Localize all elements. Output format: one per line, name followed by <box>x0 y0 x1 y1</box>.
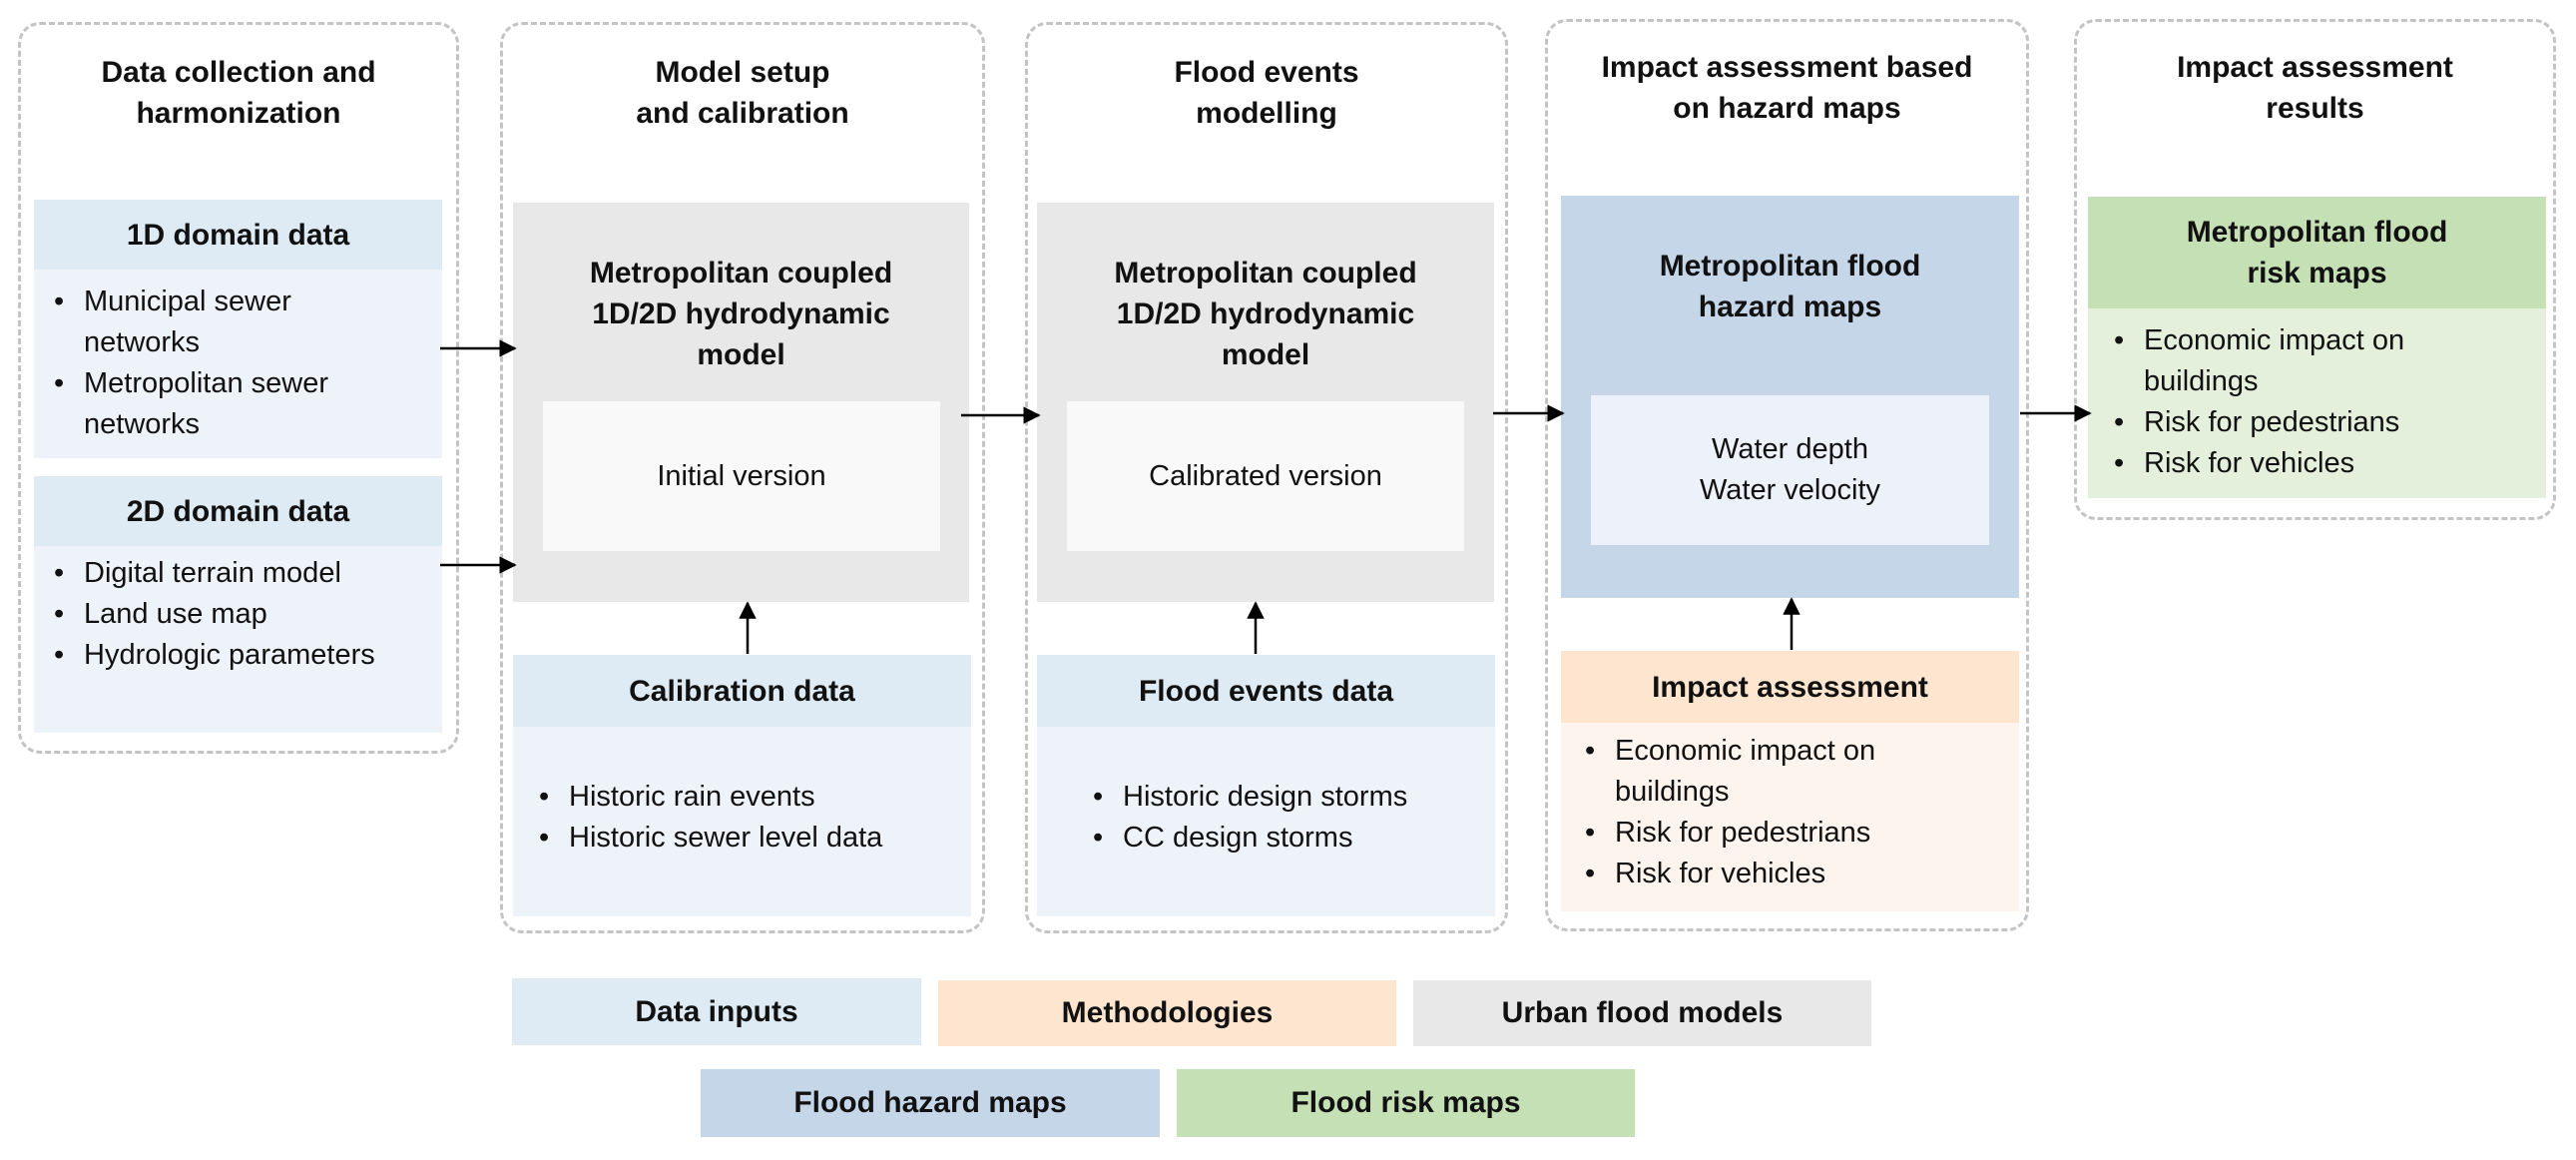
box-model-initial: Metropolitan coupled 1D/2D hydrodynamic … <box>513 203 969 602</box>
list-item: Municipal sewer networks <box>50 282 428 363</box>
list-item: Risk for vehicles <box>2110 443 2532 484</box>
stage-model-setup <box>500 22 985 933</box>
model-initial-version: Initial version <box>543 401 940 551</box>
list-item: Historic design storms <box>1089 777 1481 818</box>
list-item: CC design storms <box>1089 818 1481 859</box>
stage-impact-results <box>2074 19 2556 520</box>
stage-title-impact-assessment: Impact assessment based on hazard maps <box>1601 51 1973 125</box>
list-item: Risk for pedestrians <box>2110 402 2532 443</box>
list-1d-domain: Municipal sewer networks Metropolitan se… <box>50 282 428 445</box>
list-2d-domain: Digital terrain model Land use map Hydro… <box>50 553 428 676</box>
legend-methodologies: Methodologies <box>938 980 1396 1046</box>
box-2d-domain-body: Digital terrain model Land use map Hydro… <box>34 546 442 733</box>
box-risk-maps-body: Economic impact on buildings Risk for pe… <box>2088 308 2546 498</box>
box-2d-domain-header: 2D domain data <box>34 476 442 546</box>
box-flood-events-header: Flood events data <box>1037 655 1495 727</box>
list-item: Digital terrain model <box>50 553 428 594</box>
stage-data-collection <box>18 22 459 754</box>
list-item: Economic impact on buildings <box>1581 731 2005 813</box>
list-calibration: Historic rain events Historic sewer leve… <box>535 777 957 859</box>
list-impact-assessment: Economic impact on buildings Risk for pe… <box>1581 731 2005 894</box>
stage-title-flood-events: Flood events modelling <box>1174 56 1359 130</box>
stage-title-model-setup: Model setup and calibration <box>636 56 849 130</box>
list-item: Hydrologic parameters <box>50 635 428 676</box>
list-flood-events: Historic design storms CC design storms <box>1089 777 1481 859</box>
list-item: Historic sewer level data <box>535 818 957 859</box>
stage-impact-assessment <box>1545 19 2029 931</box>
stage-title-impact-results: Impact assessment results <box>2177 51 2453 125</box>
box-1d-domain-body: Municipal sewer networks Metropolitan se… <box>34 270 442 458</box>
stage-title-data-collection: Data collection and harmonization <box>101 56 376 130</box>
box-calibration-body: Historic rain events Historic sewer leve… <box>513 727 971 916</box>
box-impact-assessment-header: Impact assessment <box>1561 651 2019 723</box>
list-item: Risk for pedestrians <box>1581 813 2005 854</box>
hazard-maps-variables: Water depth Water velocity <box>1591 395 1989 545</box>
legend-urban-flood-models: Urban flood models <box>1413 980 1871 1046</box>
box-risk-maps-header: Metropolitan flood risk maps <box>2088 197 2546 308</box>
model-calibrated-title: Metropolitan coupled 1D/2D hydrodynamic … <box>1114 257 1417 371</box>
legend-flood-hazard-maps: Flood hazard maps <box>701 1069 1160 1137</box>
legend-flood-risk-maps: Flood risk maps <box>1177 1069 1635 1137</box>
list-item: Risk for vehicles <box>1581 854 2005 894</box>
hazard-maps-title: Metropolitan flood hazard maps <box>1659 250 1921 323</box>
box-hazard-maps: Metropolitan flood hazard maps Water dep… <box>1561 196 2019 598</box>
box-impact-assessment-body: Economic impact on buildings Risk for pe… <box>1561 723 2019 911</box>
stage-flood-events <box>1025 22 1508 933</box>
model-calibrated-version: Calibrated version <box>1067 401 1464 551</box>
model-initial-title: Metropolitan coupled 1D/2D hydrodynamic … <box>589 257 893 371</box>
list-item: Metropolitan sewer networks <box>50 363 428 445</box>
list-item: Historic rain events <box>535 777 957 818</box>
box-1d-domain-header: 1D domain data <box>34 200 442 270</box>
box-model-calibrated: Metropolitan coupled 1D/2D hydrodynamic … <box>1037 203 1494 602</box>
list-risk-maps: Economic impact on buildings Risk for pe… <box>2110 320 2532 484</box>
box-flood-events-body: Historic design storms CC design storms <box>1037 727 1495 916</box>
legend-data-inputs: Data inputs <box>512 978 921 1045</box>
list-item: Economic impact on buildings <box>2110 320 2532 402</box>
box-calibration-header: Calibration data <box>513 655 971 727</box>
list-item: Land use map <box>50 594 428 635</box>
